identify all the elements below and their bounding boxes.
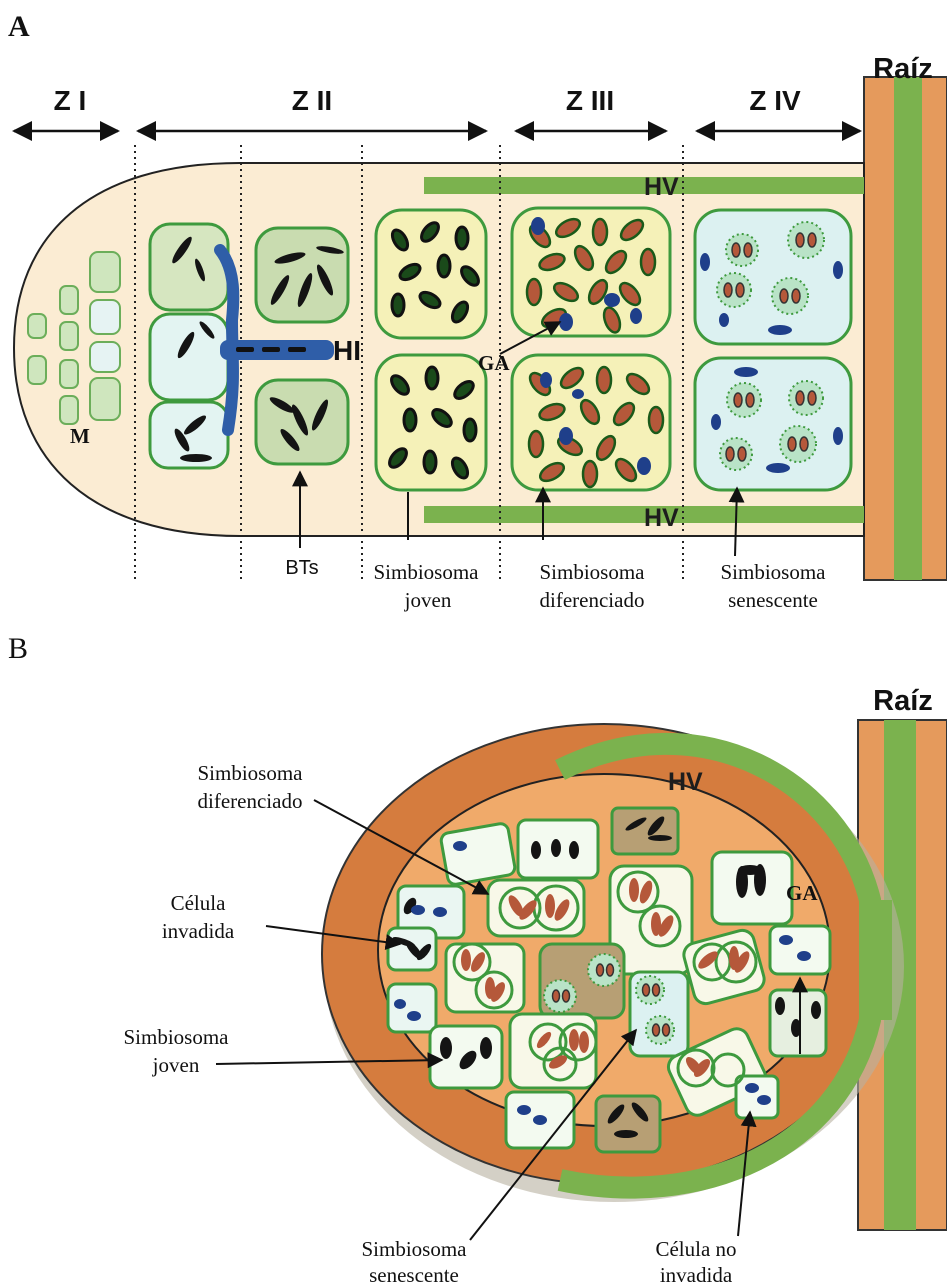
bts-label: BTs bbox=[285, 557, 318, 579]
young-label-line2-b: joven bbox=[152, 1053, 200, 1077]
zone-3-label: Z III bbox=[566, 85, 614, 116]
ga-label-a: GA bbox=[478, 351, 510, 375]
hv-label-bottom: HV bbox=[644, 504, 679, 532]
young-label-line2-a: joven bbox=[404, 588, 452, 612]
noninv-label-line1: Célula no bbox=[655, 1237, 736, 1261]
zone-1-label: Z I bbox=[54, 85, 87, 116]
vascular-link-b bbox=[870, 900, 892, 1020]
panel-a-label: A bbox=[8, 10, 30, 43]
hv-label-b: HV bbox=[668, 768, 703, 796]
root-b-label: Raíz bbox=[873, 685, 933, 717]
invaded-label-line2: invadida bbox=[162, 919, 235, 943]
diff-label-line1-a: Simbiosoma bbox=[539, 560, 645, 584]
young-label-line1-a: Simbiosoma bbox=[373, 560, 479, 584]
young-label-line1-b: Simbiosoma bbox=[123, 1025, 229, 1049]
diff-label-line1-b: Simbiosoma bbox=[197, 761, 303, 785]
invaded-label-line1: Célula bbox=[171, 891, 226, 915]
diff-label-line2-b: diferenciado bbox=[198, 789, 303, 813]
zone-2-label: Z II bbox=[292, 85, 332, 116]
zone-4-label: Z IV bbox=[749, 85, 801, 116]
sen-label-line2-b: senescente bbox=[369, 1263, 459, 1287]
diff-label-line2-a: diferenciado bbox=[540, 588, 645, 612]
meristem-label: M bbox=[70, 424, 90, 448]
hv-label-top: HV bbox=[644, 173, 679, 201]
hi-label: HI bbox=[333, 335, 361, 366]
sen-label-line2-a: senescente bbox=[728, 588, 818, 612]
root-a bbox=[864, 77, 947, 580]
root-a-label: Raíz bbox=[873, 53, 933, 85]
sen-label-line1-a: Simbiosoma bbox=[720, 560, 826, 584]
sen-label-line1-b: Simbiosoma bbox=[361, 1237, 467, 1261]
noninv-label-line2: invadida bbox=[660, 1263, 733, 1287]
ga-label-b: GA bbox=[786, 881, 818, 905]
panel-b-label: B bbox=[8, 632, 28, 665]
